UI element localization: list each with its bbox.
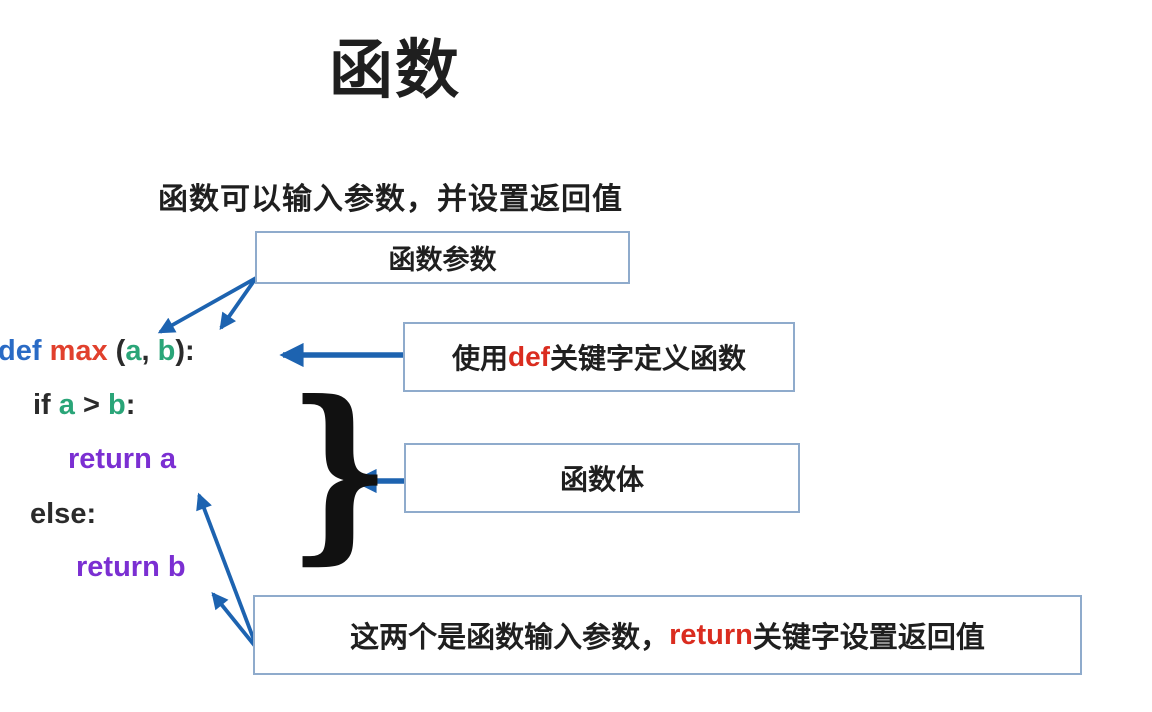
code-line-return-a: return a: [68, 443, 176, 475]
function-body-label: 函数体: [559, 464, 644, 495]
arrow-params-to-a: [157, 276, 257, 334]
function-params-label: 函数参数: [388, 245, 497, 275]
code-line-if: if a > b:: [33, 389, 136, 421]
subtitle: 函数可以输入参数，并设置返回值: [158, 183, 623, 216]
arrow-params-to-b: [219, 276, 258, 331]
callout-box-def-keyword: 使用 def 关键字定义函数: [403, 322, 795, 392]
code-line-return-b: return b: [76, 551, 186, 583]
callout-box-function-body: 函数体: [404, 443, 800, 513]
arrow-note-to-return-a: [196, 492, 259, 649]
callout-box-return-note: 这两个是函数输入参数，return 关键字设置返回值: [253, 595, 1082, 675]
callout-box-function-params: 函数参数: [255, 231, 630, 284]
code-line-def: def max (a, b):: [0, 335, 195, 367]
curly-brace: }: [288, 359, 391, 582]
code-line-else: else:: [30, 498, 97, 530]
page-title: 函数: [329, 34, 461, 106]
